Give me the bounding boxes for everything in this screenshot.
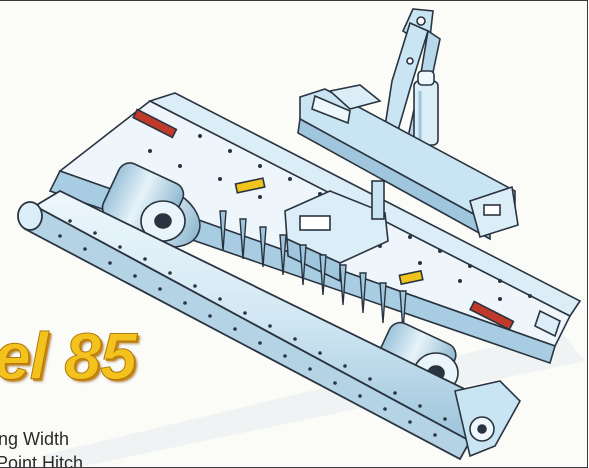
spec-hitch: Point Hitch [0, 453, 84, 468]
front-roller [17, 189, 487, 461]
hitch-mast [381, 8, 441, 156]
spec-working-width: ng Width [0, 429, 70, 449]
rear-lift-bar [297, 84, 519, 241]
model-title: el 85 [0, 319, 137, 393]
tines [219, 210, 407, 332]
roller-bracket [454, 309, 561, 458]
left-drive-drum [101, 162, 201, 248]
